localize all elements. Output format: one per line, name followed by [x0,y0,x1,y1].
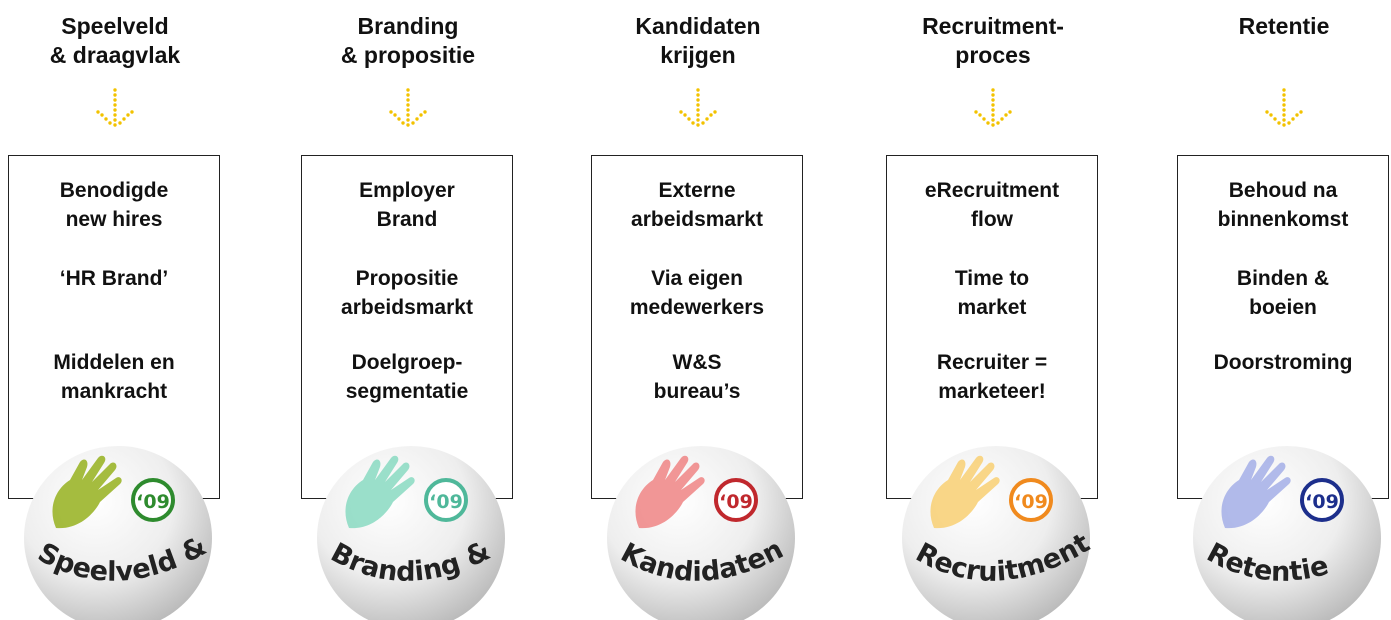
dotted-down-arrow-icon [679,88,717,127]
heading-line: & draagvlak [49,42,181,68]
column-heading: Recruitment-proces [886,12,1100,70]
heading-line: & propositie [340,42,476,68]
year-badge-text: ‘09 [1305,491,1339,513]
box-item-line: Employer [359,179,455,202]
hand-icon [930,455,1000,529]
box-item-line: market [957,296,1027,319]
dotted-down-arrow-icon [974,88,1012,127]
box-item-line: segmentatie [345,380,469,403]
ball-sphere [1193,446,1381,620]
hand-icon [1221,455,1291,529]
year-badge [714,478,758,522]
box-item-line: Time to [954,267,1030,290]
box-item-line: arbeidsmarkt [341,296,473,319]
box-item-line: arbeidsmarkt [631,208,763,231]
box-item-line: Binden & [1236,267,1330,290]
year-badge-text: ‘09 [429,491,463,513]
box-item-line: flow [971,208,1013,231]
year-badge-text: ‘09 [719,491,753,513]
heading-line: Kandidaten [635,13,761,39]
dotted-down-arrow-icon [96,88,134,127]
column-heading: Branding & propositie [301,12,515,70]
box-item-line: ‘HR Brand’ [59,267,169,290]
heading-line: proces [955,42,1031,68]
year-badge-text: ‘09 [1014,491,1048,513]
box-item-line: Recruiter = [936,351,1048,374]
box-item-line: mankracht [60,380,168,403]
box-item-line: Doorstroming [1213,351,1353,374]
year-badge-text: ‘09 [136,491,170,513]
heading-line: Speelveld [61,13,169,39]
box-item-line: Brand [376,208,438,231]
ball-sphere [24,446,212,620]
column-heading: Speelveld & draagvlak [8,12,222,70]
box-item-line: binnenkomst [1217,208,1349,231]
box-item-line: Externe [658,179,736,202]
year-badge [131,478,175,522]
heading-line: Retentie [1238,13,1330,39]
box-item-line: new hires [65,208,163,231]
box-item-line: Behoud na [1228,179,1338,202]
hand-icon [345,455,415,529]
box-item-line: bureau’s [653,380,741,403]
box-item-line: Middelen en [53,351,175,374]
box-item-line: marketeer! [938,380,1046,403]
year-badge [1009,478,1053,522]
ball-sphere [607,446,795,620]
hand-icon [52,455,122,529]
box-item-line: Via eigen [651,267,743,290]
dotted-down-arrow-icon [389,88,427,127]
ball-sphere [317,446,505,620]
box-item-line: Propositie [355,267,459,290]
heading-line: Recruitment- [922,13,1064,39]
box-item-line: Doelgroep- [351,351,463,374]
ball-sphere [902,446,1090,620]
topic-box: Benodigde new hires ‘HR Brand’ Middelen en m… [8,155,220,499]
year-badge [424,478,468,522]
box-item-line: boeien [1249,296,1317,319]
box-item-line: eRecruitment [924,179,1060,202]
column-heading: Retentie [1177,12,1391,41]
heading-line: Branding [357,13,459,39]
box-item-line: W&S [672,351,722,374]
year-badge [1300,478,1344,522]
heading-line: krijgen [660,42,736,68]
box-item-line: medewerkers [629,296,765,319]
column-heading: Kandidaten krijgen [591,12,805,70]
box-item-line: Benodigde [59,179,169,202]
dotted-down-arrow-icon [1265,88,1303,127]
hand-icon [635,455,705,529]
